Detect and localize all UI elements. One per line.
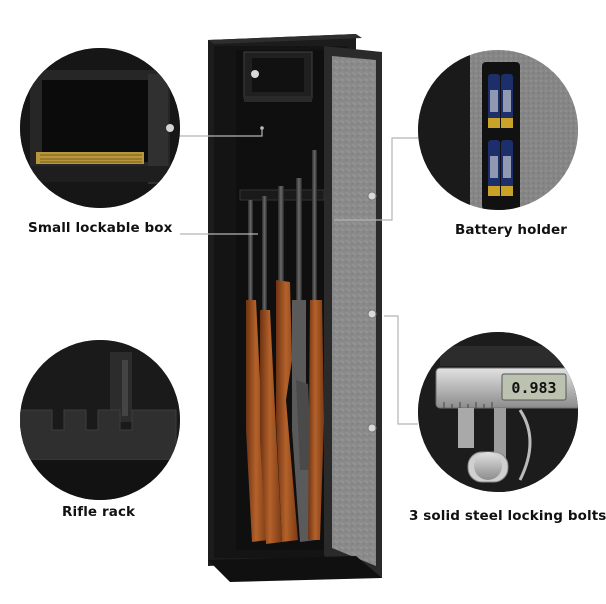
leader-lines bbox=[178, 128, 418, 425]
caliper-readout: 0.983 bbox=[511, 379, 556, 397]
battery-bottom bbox=[488, 140, 513, 196]
lockable-box-inset bbox=[20, 48, 180, 208]
caption-battery-holder: Battery holder bbox=[455, 222, 568, 238]
rifles bbox=[246, 150, 324, 544]
battery-holder-inset bbox=[418, 50, 578, 210]
caption-locking-bolts: 3 solid steel locking bolts bbox=[409, 508, 606, 524]
battery-top bbox=[488, 74, 513, 128]
rifle-rack-inset bbox=[20, 340, 180, 500]
caption-rifle-rack: Rifle rack bbox=[62, 504, 136, 520]
caption-lockable-box: Small lockable box bbox=[28, 220, 173, 236]
gun-safe bbox=[208, 34, 382, 582]
locking-bolt-caliper-inset: 0.983 bbox=[418, 332, 578, 492]
